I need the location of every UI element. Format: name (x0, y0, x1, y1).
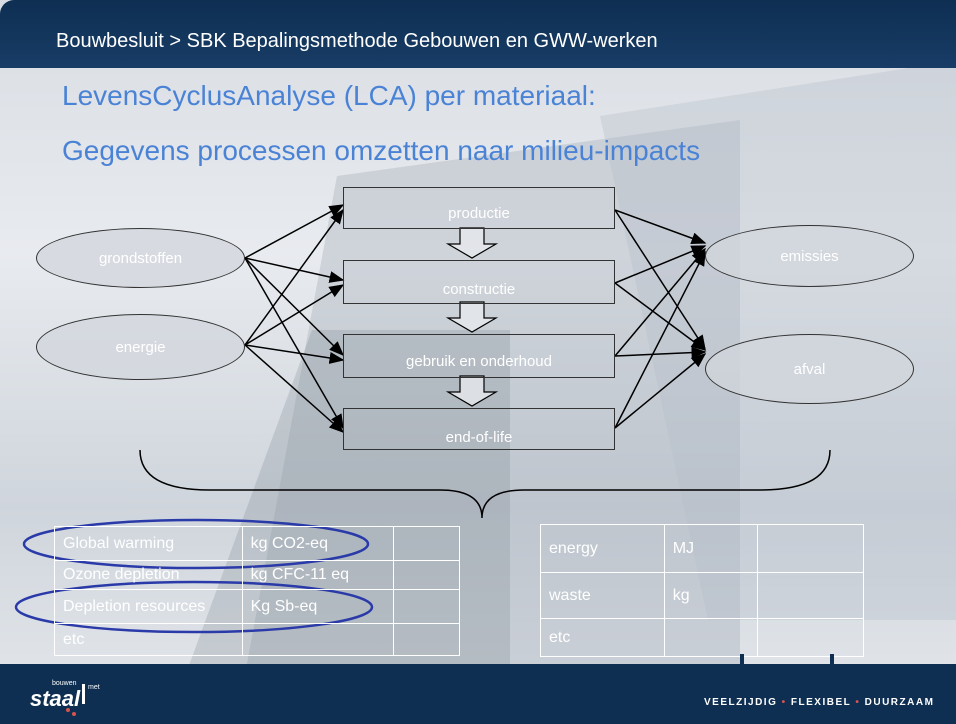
impact-name: Depletion resources (54, 589, 243, 624)
logo-small-right: met (88, 684, 100, 691)
slide-title-line-1: LevensCyclusAnalyse (LCA) per materiaal: (62, 80, 596, 111)
empty-cell (757, 524, 864, 573)
tagline-separator: • (781, 697, 791, 708)
resource-name: etc (540, 618, 665, 657)
ellipse-label: afval (793, 360, 826, 378)
process-label: constructie (442, 281, 516, 298)
impact-unit: kg CFC-11 eq (241, 560, 395, 590)
impact-table: Global warming kg CO2-eq Ozone depletion… (54, 526, 460, 656)
slide-title-line-2: Gegevens processen omzetten naar milieu-… (62, 135, 701, 166)
ellipse-label: emissies (780, 247, 839, 265)
ellipse-label: grondstoffen (98, 249, 183, 267)
logo-bar (82, 684, 85, 704)
resource-name: energy (540, 524, 665, 573)
process-label: end-of-life (445, 429, 513, 446)
process-label: productie (448, 205, 510, 222)
impact-unit: Kg Sb-eq (241, 589, 395, 624)
footer-tick (740, 654, 744, 666)
table-row: etc (54, 623, 460, 656)
resource-table: energy MJ waste kg etc (540, 524, 864, 657)
impact-unit (241, 623, 395, 656)
logo-text: staal (30, 686, 81, 711)
table-row: Depletion resources Kg Sb-eq (54, 589, 460, 624)
tagline-word: DUURZAAM (864, 697, 935, 708)
header-bar: Bouwbesluit > SBK Bepalingsmethode Gebou… (0, 0, 956, 68)
resource-name: waste (540, 572, 665, 619)
impact-name: Ozone depletion (54, 560, 243, 590)
process-label: gebruik en onderhoud (406, 353, 552, 370)
ellipse-label: energie (115, 338, 166, 356)
empty-cell (757, 572, 864, 619)
ellipse-grondstoffen: grondstoffen (36, 228, 245, 288)
resource-unit: MJ (663, 524, 759, 573)
ellipse-energie: energie (36, 314, 245, 380)
empty-cell (393, 623, 460, 656)
impact-name: Global warming (54, 526, 243, 561)
tagline-separator: • (855, 697, 865, 708)
empty-cell (393, 560, 460, 590)
process-box-gebruik: gebruik en onderhoud (343, 334, 615, 378)
ellipse-emissies: emissies (705, 225, 914, 287)
table-row: energy MJ (540, 524, 864, 573)
breadcrumb: Bouwbesluit > SBK Bepalingsmethode Gebou… (56, 30, 658, 52)
resource-unit (663, 618, 759, 657)
footer-bar (0, 664, 956, 724)
tagline-word: FLEXIBEL (790, 697, 852, 708)
table-row: Ozone depletion kg CFC-11 eq (54, 560, 460, 590)
empty-cell (393, 526, 460, 561)
footer-tick (830, 654, 834, 666)
process-box-productie: productie (343, 187, 615, 229)
process-box-constructie: constructie (343, 260, 615, 304)
ellipse-afval: afval (705, 334, 914, 404)
logo-small-top: bouwen (52, 680, 77, 687)
empty-cell (757, 618, 864, 657)
logo-dot (72, 712, 76, 716)
tagline: VEELZIJDIG • FLEXIBEL • DUURZAAM (704, 697, 934, 708)
table-row: Global warming kg CO2-eq (54, 526, 460, 561)
impact-unit: kg CO2-eq (241, 526, 395, 561)
tagline-word: VEELZIJDIG (704, 697, 778, 708)
table-row: waste kg (540, 572, 864, 619)
resource-unit: kg (663, 572, 759, 619)
impact-name: etc (54, 623, 243, 656)
table-row: etc (540, 618, 864, 657)
empty-cell (393, 589, 460, 624)
logo-dot (66, 708, 70, 712)
process-box-end-of-life: end-of-life (343, 408, 615, 450)
